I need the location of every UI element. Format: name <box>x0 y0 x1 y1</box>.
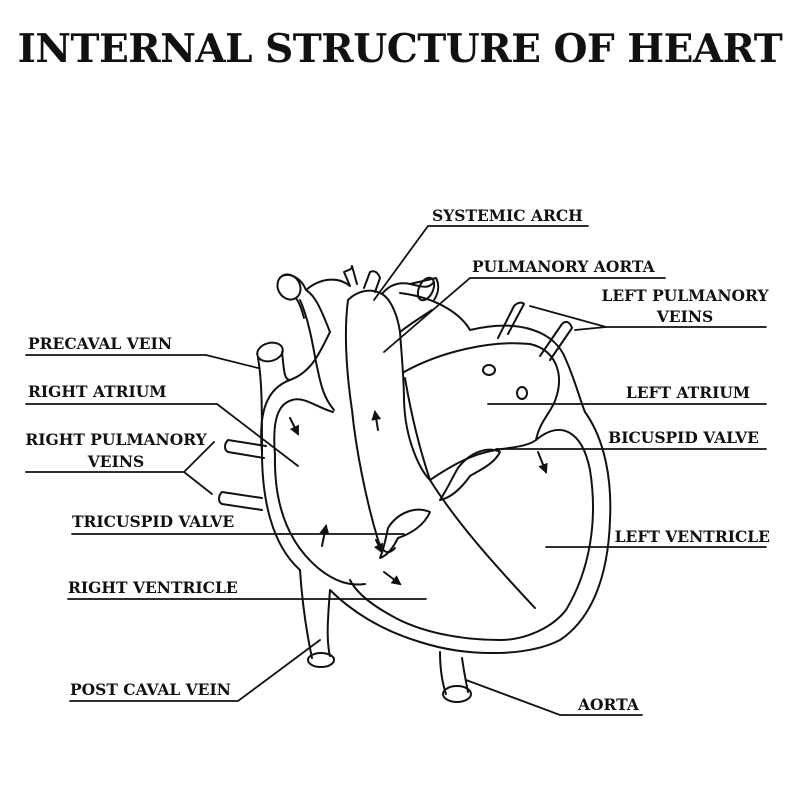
label-left-pulmanory-veins-line2: VEINS <box>656 307 713 326</box>
leader-aorta <box>465 679 643 716</box>
flow-arrow-right-ventricle <box>383 571 402 586</box>
label-right-pulmanory-veins-line2: VEINS <box>87 452 144 471</box>
labels: SYSTEMIC ARCH PULMANORY AORTA LEFT PULMA… <box>25 206 770 714</box>
post-caval-vein-tube <box>299 569 331 659</box>
leader-post-caval-vein <box>69 639 321 702</box>
flow-arrow-trunk-up <box>371 410 382 431</box>
leader-lines <box>25 225 767 716</box>
leader-right-atrium <box>25 403 299 467</box>
brachiocephalic-artery <box>281 274 307 319</box>
label-post-caval-vein: POST CAVAL VEIN <box>70 680 231 699</box>
precaval-vein-tube <box>257 351 291 453</box>
flow-arrow-left-ventricle <box>537 451 548 474</box>
label-left-atrium: LEFT ATRIUM <box>626 383 750 402</box>
label-right-pulmanory-veins-line1: RIGHT PULMANORY <box>25 430 207 449</box>
aorta-opening <box>442 685 472 703</box>
label-systemic-arch: SYSTEMIC ARCH <box>432 206 583 225</box>
leader-systemic-arch <box>373 225 589 301</box>
pulmonary-artery-opening <box>416 276 436 302</box>
leader-right-pulmanory-veins-2 <box>183 471 213 495</box>
flow-arrow-tricuspid-up <box>319 524 330 547</box>
right-pulmonary-vein-lower <box>218 491 263 511</box>
flow-arrow-right-atrium <box>289 417 299 436</box>
leader-left-pulmanory-veins <box>529 305 767 328</box>
pulmonary-trunk <box>344 289 431 554</box>
left-atrium-opening-1 <box>482 364 496 376</box>
septum <box>404 377 537 609</box>
leader-left-pulmanory-veins-2 <box>574 326 607 331</box>
pulmonary-artery-branch <box>381 277 440 333</box>
bicuspid-valve-flaps <box>439 448 501 501</box>
diagram-title: INTERNAL STRUCTURE OF HEART <box>17 26 783 72</box>
label-left-pulmanory-veins-line1: LEFT PULMANORY <box>601 286 769 305</box>
flow-arrow-pulmonary <box>373 539 383 554</box>
tricuspid-valve-flaps <box>379 508 431 559</box>
left-pulmonary-vein-1 <box>497 301 525 339</box>
label-pulmanory-aorta: PULMANORY AORTA <box>472 257 656 276</box>
label-tricuspid-valve: TRICUSPID VALVE <box>72 512 234 531</box>
aortic-arch <box>299 265 381 411</box>
right-pulmonary-vein-upper <box>224 439 267 459</box>
label-left-ventricle: LEFT VENTRICLE <box>615 527 771 546</box>
heart-illustration <box>218 265 612 703</box>
heart-inner-wall <box>273 342 594 641</box>
post-caval-vein-opening <box>307 652 335 668</box>
precaval-vein-opening <box>256 341 284 363</box>
label-right-atrium: RIGHT ATRIUM <box>28 382 166 401</box>
label-precaval-vein: PRECAVAL VEIN <box>28 334 172 353</box>
left-atrium-opening-2 <box>516 386 528 400</box>
label-bicuspid-valve: BICUSPID VALVE <box>608 428 759 447</box>
leader-precaval-vein <box>25 354 259 369</box>
leader-pulmanory-aorta <box>383 277 666 353</box>
left-pulmonary-vein-2 <box>539 320 573 361</box>
label-aorta: AORTA <box>577 695 640 714</box>
label-right-ventricle: RIGHT VENTRICLE <box>68 578 238 597</box>
